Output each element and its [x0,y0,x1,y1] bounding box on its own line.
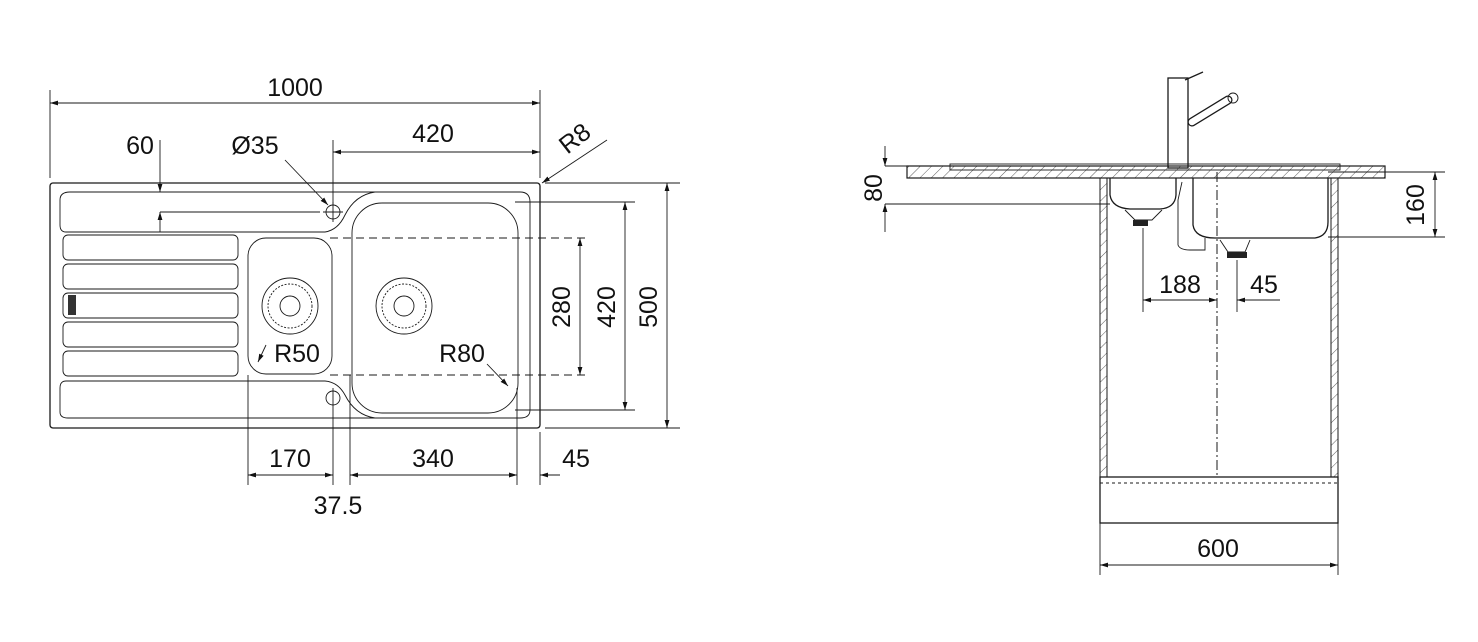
dim-bowl-gap: 37.5 [314,492,363,520]
dim-large-bowl-depth: 420 [593,286,621,328]
dim-overall-width: 1000 [267,74,323,102]
side-extension-lines [885,165,1445,575]
small-bowl-drain-icon [261,277,319,335]
dim-tap-hole: Ø35 [231,132,278,160]
dim-cabinet-width: 600 [1197,535,1239,563]
cabinet-left-wall [1099,177,1108,478]
side-view: 80 160 188 45 600 [860,71,1445,575]
drainer-ribs [62,234,239,377]
small-bowl-section [1109,178,1177,210]
dim-small-bowl-radius: R50 [274,340,320,368]
large-bowl-section [1192,178,1329,239]
dim-edge-offset: 45 [562,445,590,473]
cabinet-right-wall [1330,177,1339,478]
dim-large-bowl-outer: 420 [412,120,454,148]
rim-outline [59,191,531,419]
dimension-lines [50,100,670,478]
overflow-icon [68,295,76,315]
faucet-icon [1167,71,1239,169]
dim-small-bowl-depth: 80 [860,174,888,202]
dim-overall-depth: 500 [635,286,663,328]
dim-bowl-depth-inner: 280 [548,286,576,328]
large-bowl [351,202,519,414]
sink-outline [49,182,541,429]
dim-drain-offset-right: 45 [1250,271,1278,299]
drainer-rim [59,191,376,233]
dim-small-bowl-width: 170 [269,445,311,473]
extension-lines [49,90,680,485]
dim-large-bowl-radius: R80 [439,340,485,368]
countertop [906,165,1386,179]
large-bowl-drain-icon [375,277,433,335]
dim-drainer-offset: 60 [126,132,154,160]
side-dimension-lines [882,146,1438,568]
top-view: 1000 60 Ø35 420 R8 280 420 500 R50 R80 1… [49,74,680,520]
dim-large-bowl-depth-side: 160 [1402,184,1430,226]
small-bowl [247,237,333,375]
cabinet-plinth [1099,476,1339,524]
dim-drain-offset-left: 188 [1159,271,1201,299]
dim-large-bowl-width: 340 [412,445,454,473]
dim-corner-radius: R8 [554,118,596,160]
